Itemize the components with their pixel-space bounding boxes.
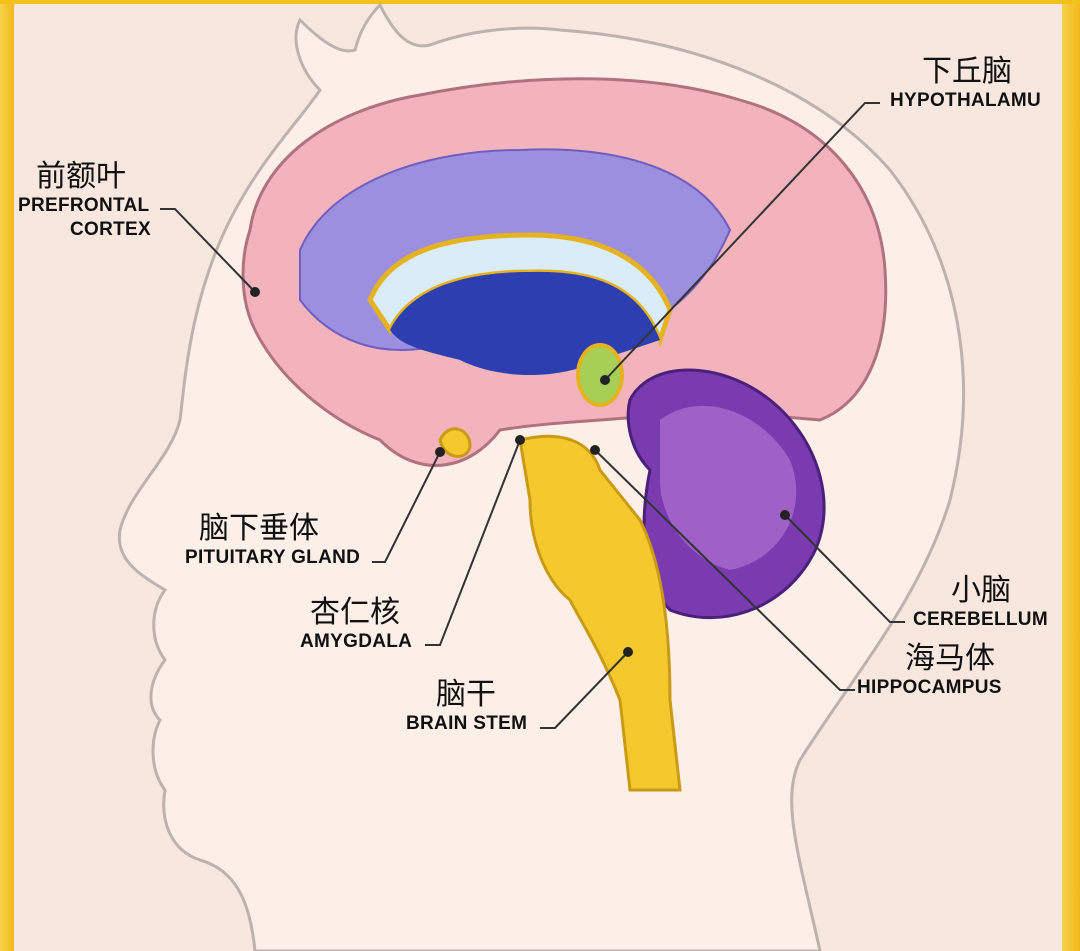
label-zh: 脑下垂体: [199, 511, 319, 546]
label-en: CORTEX: [70, 219, 151, 240]
label-en: BRAIN STEM: [406, 713, 528, 734]
label-zh: 杏仁核: [310, 595, 400, 630]
label-zh: 前额叶: [36, 159, 126, 194]
label-en: PREFRONTAL: [18, 195, 150, 216]
label-hypothalamus: 下丘脑 HYPOTHALAMU: [890, 55, 1041, 113]
right-frame: [1062, 0, 1080, 951]
label-en: HYPOTHALAMU: [890, 90, 1042, 111]
top-frame: [0, 0, 1080, 4]
brain-stem-shape: [518, 434, 682, 792]
label-en: HIPPOCAMPUS: [857, 677, 1002, 698]
label-prefrontal-cortex: 前额叶 PREFRONTAL CORTEX: [18, 160, 151, 242]
hypothalamus-shape: [576, 343, 624, 407]
label-dots: [250, 287, 790, 657]
label-cerebellum: 小脑 CEREBELLUM: [913, 574, 1048, 632]
label-zh: 海马体: [905, 641, 995, 676]
label-zh: 小脑: [951, 573, 1011, 608]
left-frame: [0, 0, 14, 951]
label-amygdala: 杏仁核 AMYGDALA: [300, 596, 412, 654]
label-zh: 下丘脑: [922, 54, 1012, 89]
label-zh: 脑干: [436, 677, 496, 712]
label-brain-stem: 脑干 BRAIN STEM: [406, 678, 527, 736]
label-en: AMYGDALA: [300, 631, 413, 652]
label-en: CEREBELLUM: [913, 609, 1048, 630]
leader-lines: [160, 102, 905, 729]
pituitary-shape: [438, 427, 472, 458]
label-en: PITUITARY GLAND: [185, 547, 361, 568]
label-hippocampus: 海马体 HIPPOCAMPUS: [857, 642, 1002, 700]
label-pituitary-gland: 脑下垂体 PITUITARY GLAND: [185, 512, 360, 570]
